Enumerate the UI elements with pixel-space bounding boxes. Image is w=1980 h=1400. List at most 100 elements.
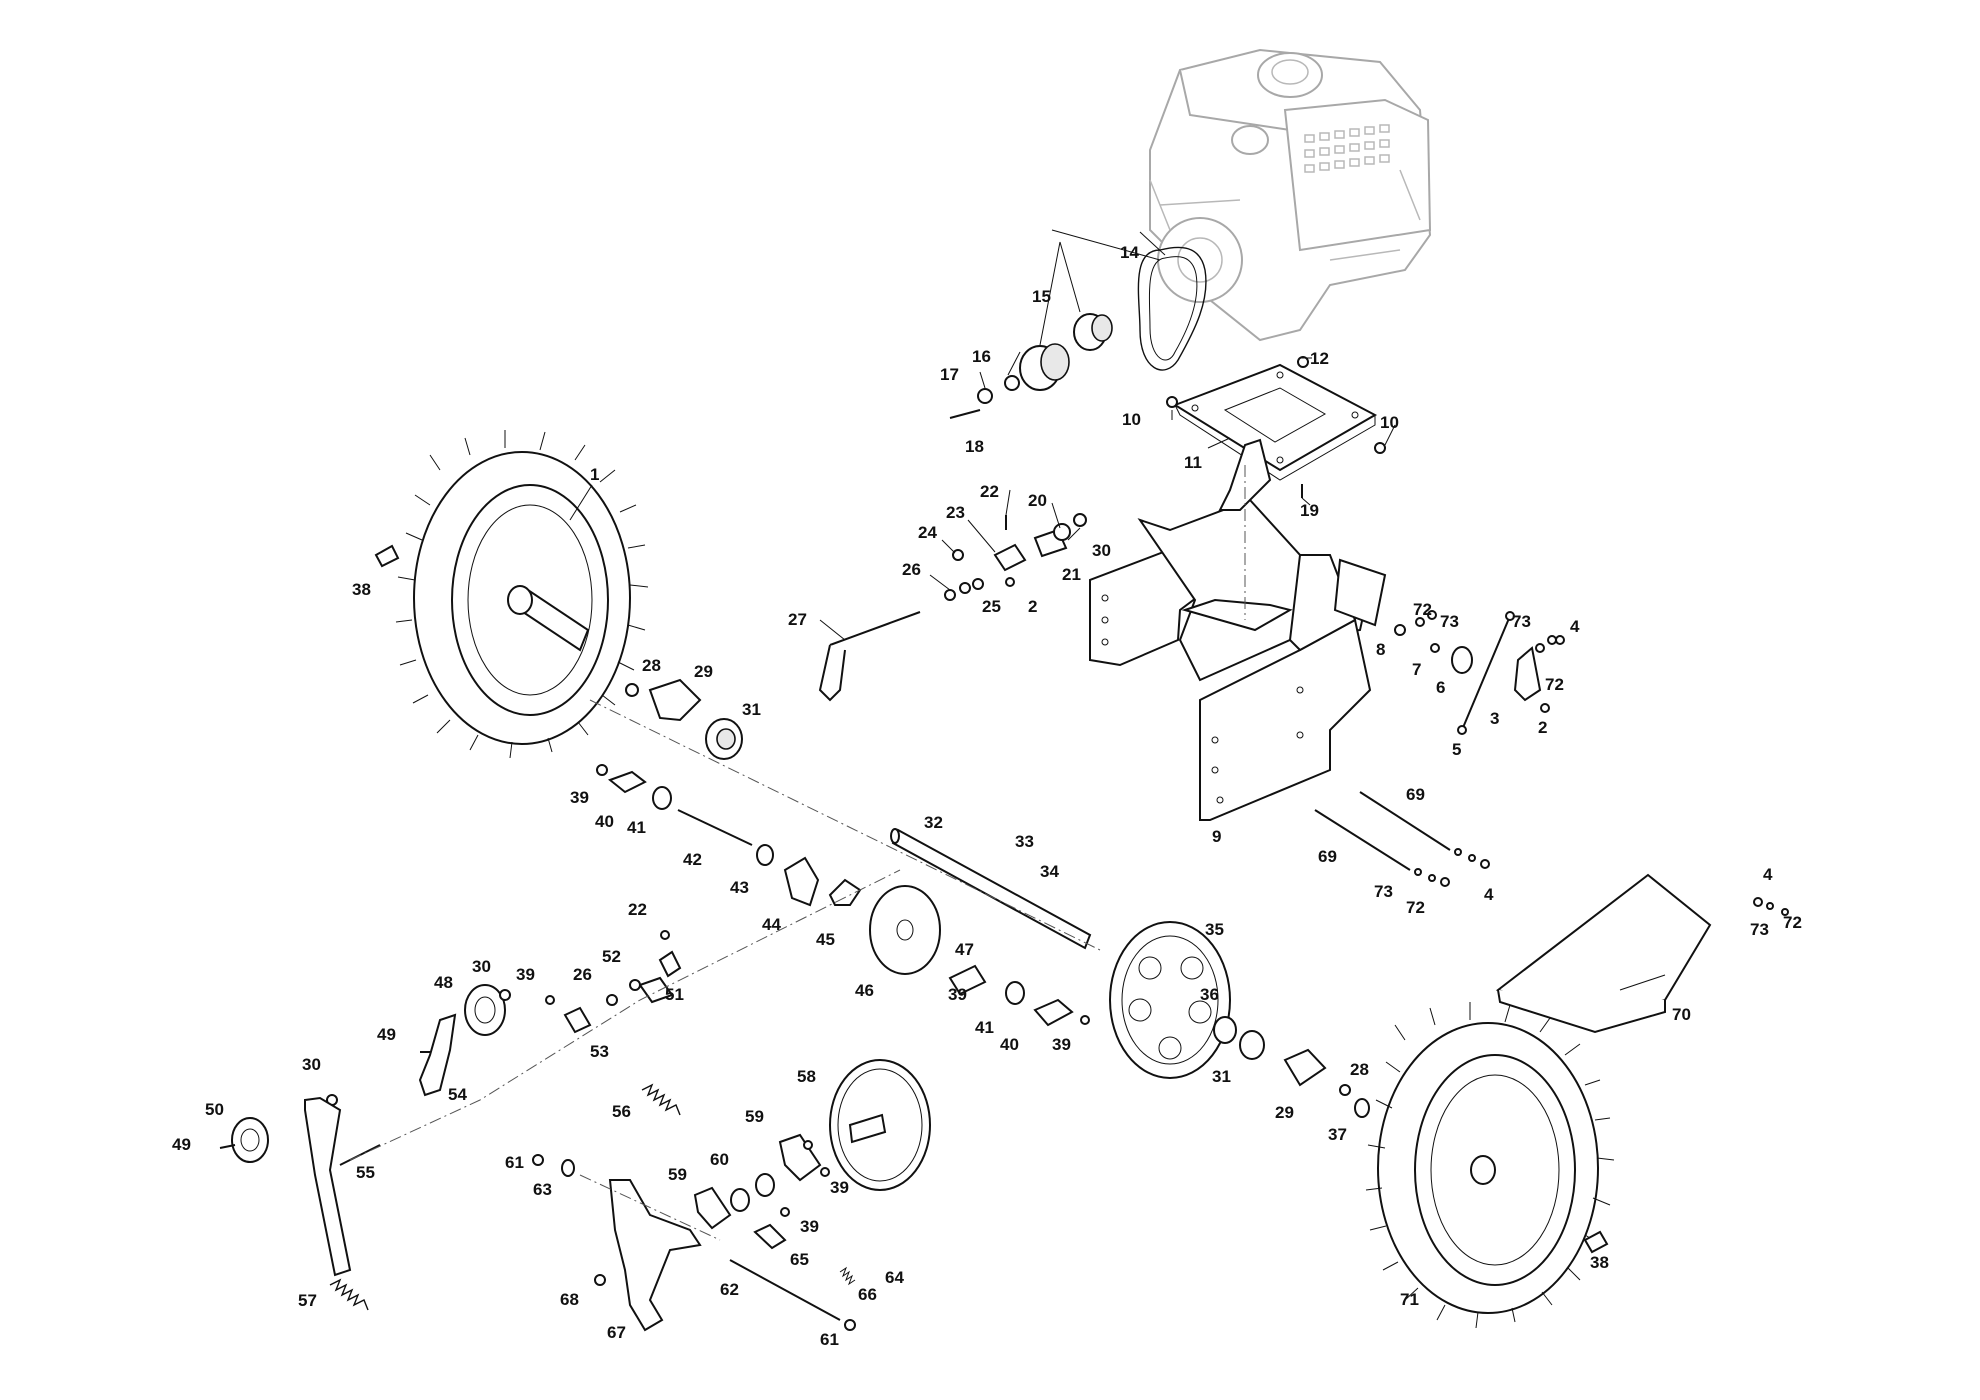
part-label-72: 72 (1783, 913, 1802, 932)
part-label-67: 67 (607, 1323, 626, 1342)
belt-icon (1137, 246, 1207, 371)
part-label-72: 72 (1545, 675, 1564, 694)
pulley-icon (949, 313, 1113, 419)
part-label-61: 61 (820, 1330, 839, 1349)
part-labels: 1 2 2 3 4 4 4 5 6 7 8 9 10 10 11 12 14 1… (172, 243, 1802, 1349)
part-label-68: 68 (560, 1290, 579, 1309)
part-label-55: 55 (356, 1163, 375, 1182)
part-label-58: 58 (797, 1067, 816, 1086)
plate-icon (1495, 873, 1712, 1034)
part-label-73: 73 (1750, 920, 1769, 939)
part-label-62: 62 (720, 1280, 739, 1299)
part-label-45: 45 (816, 930, 835, 949)
part-label-39: 39 (570, 788, 589, 807)
part-label-37: 37 (1328, 1125, 1347, 1144)
part-label-48: 48 (434, 973, 453, 992)
part-label-41: 41 (627, 818, 646, 837)
engine-icon (1149, 48, 1432, 342)
part-label-18: 18 (965, 437, 984, 456)
wheel-icon (395, 430, 649, 759)
part-label-27: 27 (788, 610, 807, 629)
part-label-42: 42 (683, 850, 702, 869)
part-label-22: 22 (980, 482, 999, 501)
part-label-49: 49 (377, 1025, 396, 1044)
part-label-28: 28 (1350, 1060, 1369, 1079)
part-label-7: 7 (1412, 660, 1421, 679)
part-label-25: 25 (982, 597, 1001, 616)
part-label-57: 57 (298, 1291, 317, 1310)
part-label-40: 40 (595, 812, 614, 831)
part-label-39: 39 (948, 985, 967, 1004)
gear-icon (869, 885, 1231, 1079)
part-label-2: 2 (1538, 718, 1547, 737)
frame-icon (1089, 438, 1387, 821)
part-label-50: 50 (205, 1100, 224, 1119)
part-label-39: 39 (800, 1217, 819, 1236)
part-label-35: 35 (1205, 920, 1224, 939)
part-label-9: 9 (1212, 827, 1221, 846)
part-label-73: 73 (1512, 612, 1531, 631)
part-label-16: 16 (972, 347, 991, 366)
part-label-28: 28 (642, 656, 661, 675)
part-label-49: 49 (172, 1135, 191, 1154)
part-label-15: 15 (1032, 287, 1051, 306)
part-label-31: 31 (742, 700, 761, 719)
part-label-32: 32 (924, 813, 943, 832)
part-label-36: 36 (1200, 985, 1219, 1004)
part-label-10: 10 (1122, 410, 1141, 429)
part-label-24: 24 (918, 523, 937, 542)
part-label-66: 66 (858, 1285, 877, 1304)
part-label-61: 61 (505, 1153, 524, 1172)
part-label-11: 11 (1184, 453, 1202, 472)
part-label-14: 14 (1120, 243, 1139, 262)
part-label-43: 43 (730, 878, 749, 897)
part-label-38: 38 (1590, 1253, 1609, 1272)
part-label-51: 51 (665, 985, 684, 1004)
part-label-30: 30 (302, 1055, 321, 1074)
part-label-38: 38 (352, 580, 371, 599)
part-label-41: 41 (975, 1018, 994, 1037)
part-label-21: 21 (1062, 565, 1081, 584)
part-label-39: 39 (516, 965, 535, 984)
part-label-65: 65 (790, 1250, 809, 1269)
part-label-29: 29 (1275, 1103, 1294, 1122)
part-label-3: 3 (1490, 709, 1499, 728)
part-label-6: 6 (1436, 678, 1445, 697)
part-label-44: 44 (762, 915, 781, 934)
part-label-60: 60 (710, 1150, 729, 1169)
part-label-39: 39 (1052, 1035, 1071, 1054)
part-label-26: 26 (573, 965, 592, 984)
part-label-5: 5 (1452, 740, 1461, 759)
part-label-10: 10 (1380, 413, 1399, 432)
part-label-70: 70 (1672, 1005, 1691, 1024)
part-label-17: 17 (940, 365, 959, 384)
part-label-30: 30 (1092, 541, 1111, 560)
part-label-53: 53 (590, 1042, 609, 1061)
axle-icon (890, 828, 1092, 950)
part-label-26: 26 (902, 560, 921, 579)
part-label-19: 19 (1300, 501, 1319, 520)
part-label-4: 4 (1763, 865, 1773, 884)
part-label-56: 56 (612, 1102, 631, 1121)
part-label-72: 72 (1406, 898, 1425, 917)
spring-icon (329, 1083, 856, 1311)
part-label-4: 4 (1570, 617, 1580, 636)
part-label-30: 30 (472, 957, 491, 976)
part-label-40: 40 (1000, 1035, 1019, 1054)
wheel-icon (1365, 1002, 1615, 1329)
plate-icon (1166, 356, 1386, 498)
part-label-63: 63 (533, 1180, 552, 1199)
part-label-22: 22 (628, 900, 647, 919)
part-label-73: 73 (1440, 612, 1459, 631)
part-label-72: 72 (1413, 600, 1432, 619)
part-label-73: 73 (1374, 882, 1393, 901)
part-label-54: 54 (448, 1085, 467, 1104)
part-label-20: 20 (1028, 491, 1047, 510)
part-label-59: 59 (668, 1165, 687, 1184)
part-label-47: 47 (955, 940, 974, 959)
part-label-52: 52 (602, 947, 621, 966)
part-label-23: 23 (946, 503, 965, 522)
part-label-69: 69 (1406, 785, 1425, 804)
part-label-4: 4 (1484, 885, 1494, 904)
part-label-34: 34 (1040, 862, 1059, 881)
